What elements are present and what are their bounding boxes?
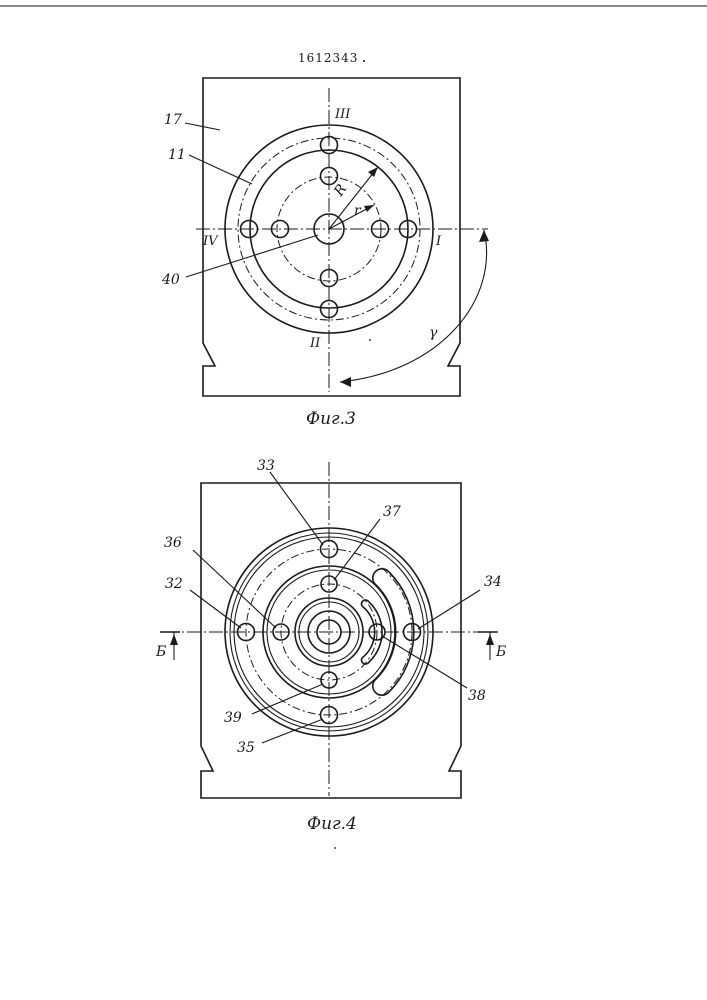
fig4-label-37: 37 <box>383 504 401 520</box>
fig3-position-III: III <box>334 107 351 122</box>
fig3-position-I: I <box>435 234 442 249</box>
fig4-section-label-left: Б <box>155 644 166 660</box>
speck <box>363 60 365 62</box>
fig3-angle-arc <box>340 230 487 382</box>
fig3-radius-R-arrowhead <box>368 167 378 177</box>
fig3-angle-arrowhead-top <box>479 230 489 242</box>
fig3-angle-label: γ <box>429 325 438 341</box>
figure-3: R r 17 11 40 III I II IV γ Фиг.3 <box>161 78 489 429</box>
fig3-label-11: 11 <box>168 147 186 163</box>
fig3-radius-r-arrowhead <box>364 205 374 212</box>
fig3-label-17: 17 <box>164 112 182 128</box>
fig4-section-label-right: Б <box>495 644 506 660</box>
speck <box>369 339 371 341</box>
fig4-caption: Фиг.4 <box>307 814 357 834</box>
figure-4: Б Б <box>155 458 506 834</box>
fig4-leader-38 <box>382 636 467 688</box>
fig4-label-35: 35 <box>237 740 255 756</box>
fig4-label-32: 32 <box>165 576 183 592</box>
fig4-section-arrowhead-left <box>170 634 178 645</box>
fig3-label-40: 40 <box>161 272 180 288</box>
fig4-label-39: 39 <box>224 710 242 726</box>
fig4-leader-39 <box>252 684 323 714</box>
fig4-section-arrowhead-right <box>486 634 494 645</box>
fig3-position-IV: IV <box>202 234 219 249</box>
fig4-label-33: 33 <box>257 458 275 474</box>
fig4-label-36: 36 <box>164 535 182 551</box>
patent-number: 1612343 <box>298 51 358 65</box>
fig4-label-34: 34 <box>484 574 502 590</box>
fig3-label-r: r <box>354 203 362 219</box>
fig4-label-38: 38 <box>468 688 486 704</box>
fig4-leader-32 <box>190 590 241 628</box>
fig3-leader-11 <box>189 155 252 184</box>
fig4-leader-35 <box>262 719 323 743</box>
fig3-angle-arrowhead-bottom <box>340 377 351 387</box>
fig3-position-II: II <box>309 336 321 351</box>
fig3-caption: Фиг.3 <box>306 409 356 429</box>
speck <box>334 847 336 849</box>
fig4-leader-36 <box>193 550 276 628</box>
